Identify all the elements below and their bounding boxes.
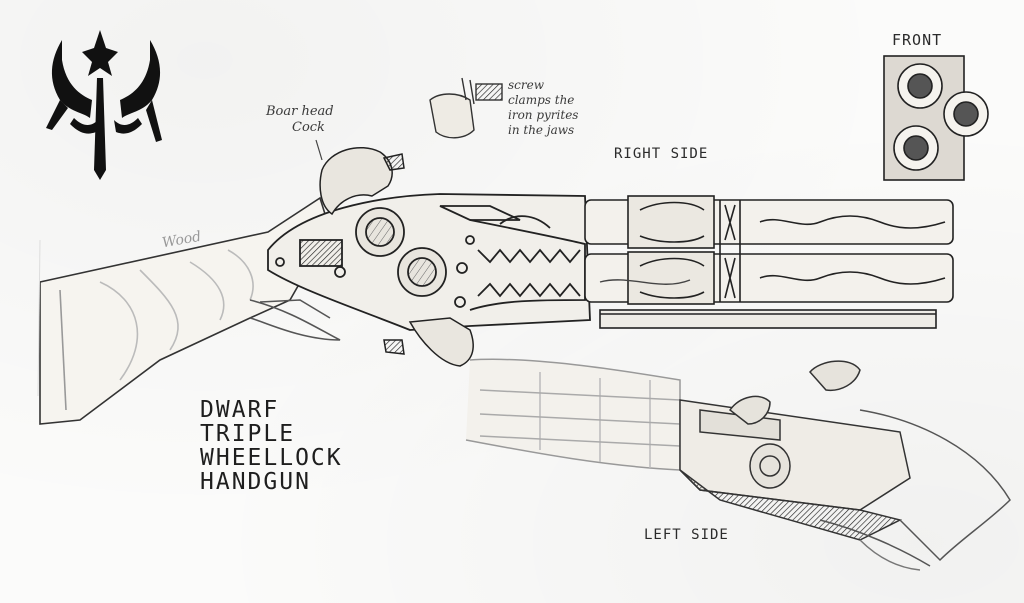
label-screw-note: screw clamps the iron pyrites in the jaw… <box>508 78 578 138</box>
label-boar-line-1: Boar head <box>266 104 334 119</box>
paper-mark <box>37 239 41 397</box>
title-line-4: HANDGUN <box>200 469 311 495</box>
lock-plate <box>267 193 591 331</box>
triple-barrel-front-view-icon <box>883 55 989 181</box>
label-screw-line-2: clamps the <box>508 93 575 107</box>
gun-title: DWARF TRIPLE WHEELLOCK HANDGUN <box>200 398 343 494</box>
label-screw-line-1: screw <box>508 78 544 92</box>
warhammer-emblem-icon <box>46 30 162 180</box>
gun-stock <box>39 196 341 425</box>
title-line-2: TRIPLE <box>200 421 296 447</box>
label-screw-line-3: iron pyrites <box>508 108 579 122</box>
label-screw-line-4: in the jaws <box>508 123 575 137</box>
screw-clamp-detail-icon <box>429 77 503 139</box>
cock-arrow <box>315 139 323 161</box>
boar-head-cock <box>319 147 474 367</box>
label-boar-line-2: Cock <box>292 120 325 135</box>
title-line-3: WHEELLOCK <box>200 445 343 471</box>
gun-left-side-view <box>465 358 1011 571</box>
label-front: FRONT <box>892 31 943 49</box>
snake-ribbon <box>599 279 691 285</box>
label-boar-head-cock: Boar head Cock <box>266 104 334 136</box>
label-right-side: RIGHT SIDE <box>614 146 709 162</box>
label-left-side: LEFT SIDE <box>644 527 729 543</box>
barrels-right <box>584 195 954 329</box>
title-line-1: DWARF <box>200 397 280 423</box>
